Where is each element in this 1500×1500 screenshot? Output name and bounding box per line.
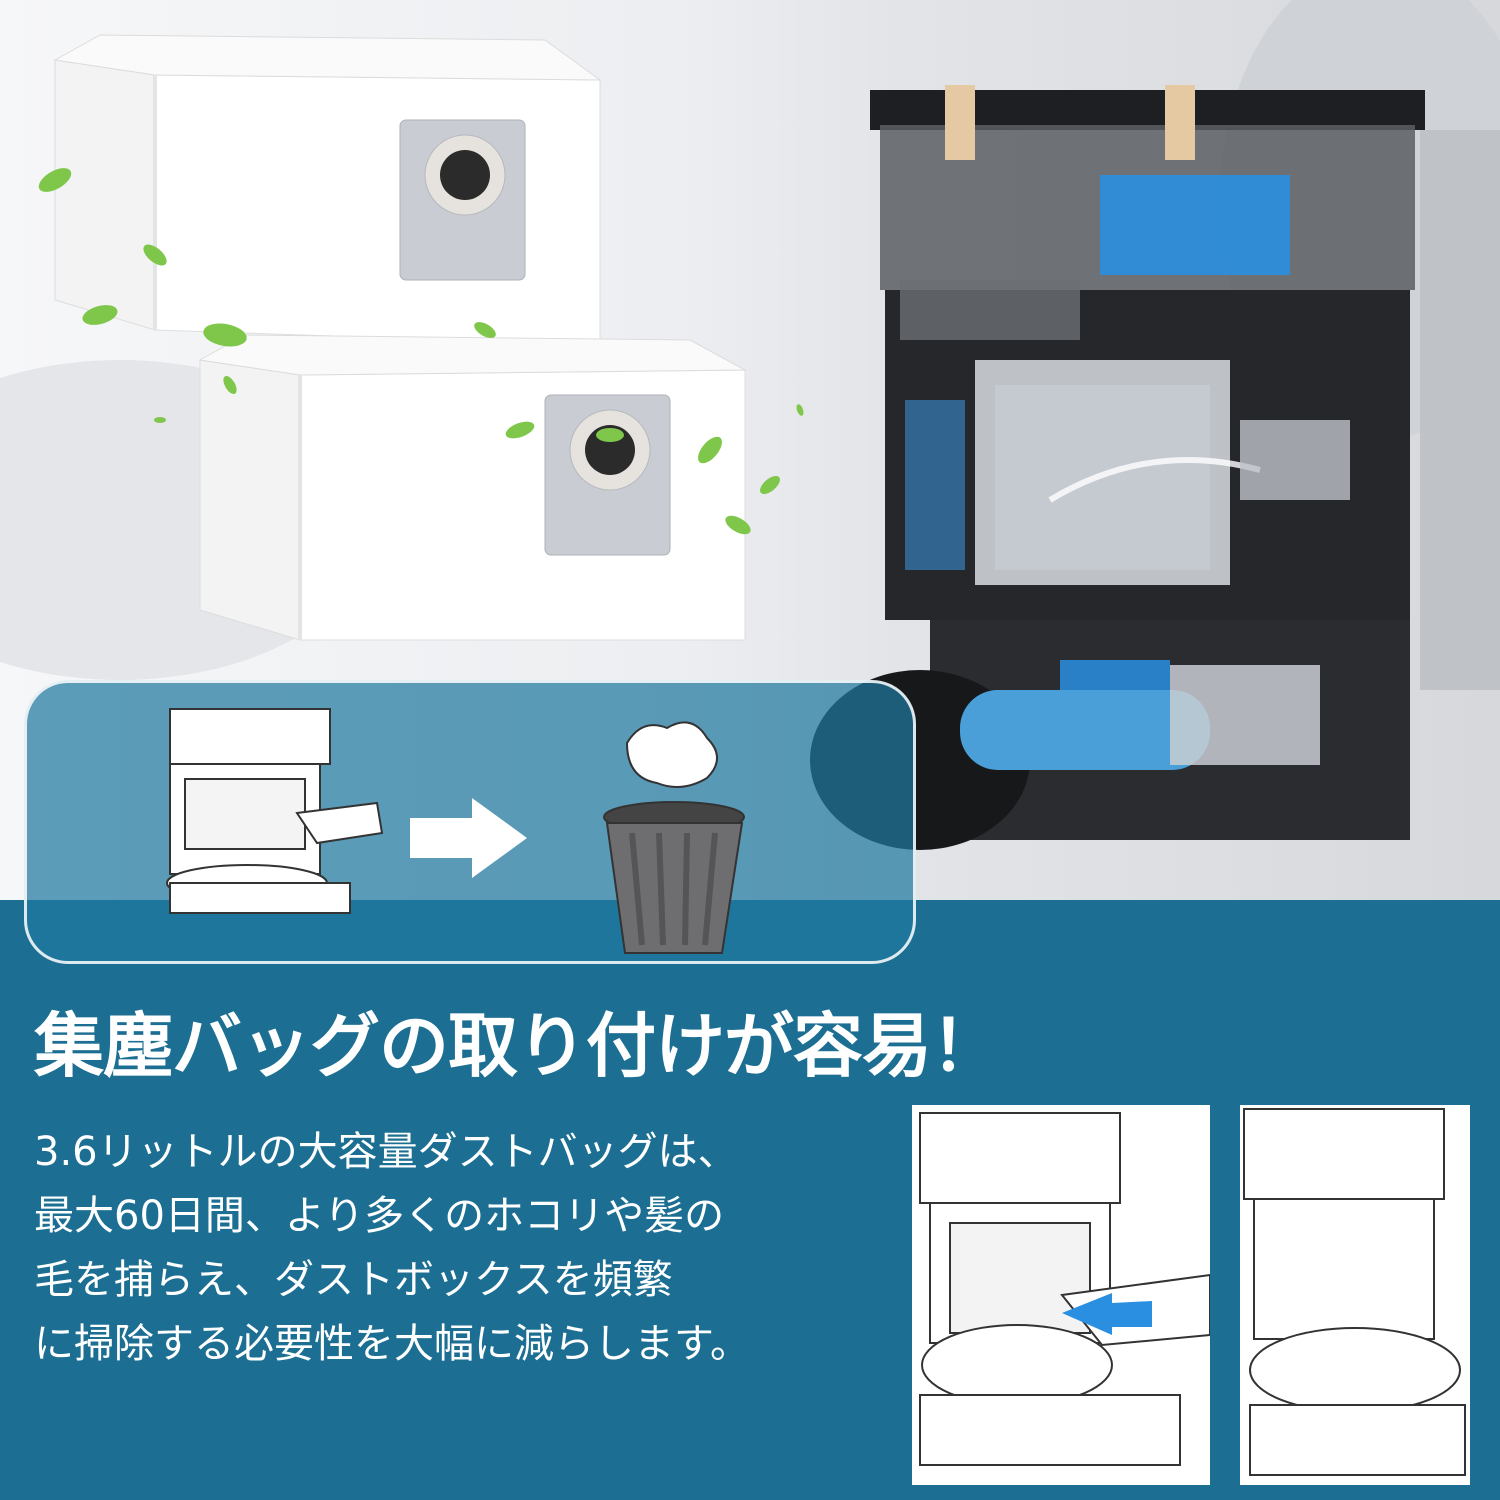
- description-text: 3.6リットルの大容量ダストバッグは、 最大60日間、より多くのホコリや髪の 毛…: [34, 1120, 904, 1376]
- description-line: 3.6リットルの大容量ダストバッグは、: [34, 1129, 738, 1175]
- description-line: 毛を捕らえ、ダストボックスを頻繁: [34, 1257, 673, 1303]
- headline: 集塵バッグの取り付けが容易！: [34, 1005, 1001, 1087]
- installed-bag-diagram: [1240, 1105, 1470, 1485]
- description-line: 最大60日間、より多くのホコリや髪の: [34, 1193, 725, 1239]
- station-pull-bag-diagram: [166, 708, 384, 914]
- dust-bag-top: [53, 34, 602, 346]
- leaf-particles: [38, 168, 804, 535]
- installed-bag-illustration: [1243, 1108, 1466, 1476]
- hero-illustration: [38, 0, 1500, 850]
- docking-station: [810, 85, 1425, 850]
- removal-steps-panel: [24, 680, 916, 964]
- insert-bag-diagram: [912, 1105, 1211, 1485]
- right-arrow-icon: [410, 798, 527, 878]
- insert-bag-illustration: [919, 1112, 1211, 1466]
- description-line: に掃除する必要性を大幅に減らします。: [34, 1321, 750, 1367]
- trash-can-icon: [603, 721, 745, 954]
- dust-bag-bottom: [198, 334, 747, 641]
- product-hero-image: [0, 0, 1500, 900]
- removal-steps-illustration: [166, 708, 745, 954]
- insert-arrow-icon: [1062, 1293, 1152, 1335]
